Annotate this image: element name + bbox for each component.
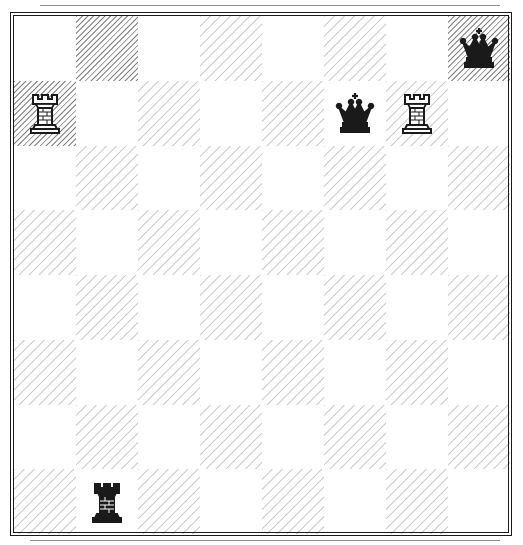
square-f3[interactable] [324,340,386,405]
square-b7[interactable] [76,81,138,146]
square-d5[interactable] [200,210,262,275]
square-a4[interactable] [14,275,76,340]
square-b6[interactable] [76,146,138,211]
square-d7[interactable] [200,81,262,146]
chess-board[interactable] [13,15,509,533]
white-rook-icon[interactable] [21,89,69,137]
square-d4[interactable] [200,275,262,340]
square-f6[interactable] [324,146,386,211]
square-e6[interactable] [262,146,324,211]
square-b2[interactable] [76,405,138,470]
bottom-rule [30,540,500,541]
square-h1[interactable] [448,469,510,534]
square-a3[interactable] [14,340,76,405]
square-g1[interactable] [386,469,448,534]
chess-diagram [10,12,512,536]
black-king-icon[interactable] [455,24,503,72]
square-h7[interactable] [448,81,510,146]
white-rook-icon[interactable] [393,89,441,137]
square-c6[interactable] [138,146,200,211]
square-g4[interactable] [386,275,448,340]
square-b8[interactable] [76,16,138,81]
square-h2[interactable] [448,405,510,470]
square-c4[interactable] [138,275,200,340]
square-b3[interactable] [76,340,138,405]
black-rook-icon[interactable] [83,478,131,526]
square-f2[interactable] [324,405,386,470]
square-f1[interactable] [324,469,386,534]
square-g3[interactable] [386,340,448,405]
square-e7[interactable] [262,81,324,146]
square-e4[interactable] [262,275,324,340]
square-d6[interactable] [200,146,262,211]
square-g5[interactable] [386,210,448,275]
square-a5[interactable] [14,210,76,275]
square-a6[interactable] [14,146,76,211]
black-king-icon[interactable] [331,89,379,137]
square-a2[interactable] [14,405,76,470]
square-e2[interactable] [262,405,324,470]
square-h8[interactable] [448,16,510,81]
square-c3[interactable] [138,340,200,405]
square-g2[interactable] [386,405,448,470]
square-e5[interactable] [262,210,324,275]
square-f5[interactable] [324,210,386,275]
square-a8[interactable] [14,16,76,81]
square-h6[interactable] [448,146,510,211]
square-b5[interactable] [76,210,138,275]
square-f8[interactable] [324,16,386,81]
square-d3[interactable] [200,340,262,405]
square-h3[interactable] [448,340,510,405]
square-g8[interactable] [386,16,448,81]
square-e3[interactable] [262,340,324,405]
top-rule [40,5,500,6]
square-b1[interactable] [76,469,138,534]
square-g7[interactable] [386,81,448,146]
square-b4[interactable] [76,275,138,340]
square-a1[interactable] [14,469,76,534]
square-f7[interactable] [324,81,386,146]
square-h5[interactable] [448,210,510,275]
square-f4[interactable] [324,275,386,340]
square-c2[interactable] [138,405,200,470]
square-e8[interactable] [262,16,324,81]
square-c7[interactable] [138,81,200,146]
square-a7[interactable] [14,81,76,146]
square-d2[interactable] [200,405,262,470]
square-c1[interactable] [138,469,200,534]
square-h4[interactable] [448,275,510,340]
square-d8[interactable] [200,16,262,81]
square-g6[interactable] [386,146,448,211]
square-d1[interactable] [200,469,262,534]
square-c5[interactable] [138,210,200,275]
square-e1[interactable] [262,469,324,534]
square-c8[interactable] [138,16,200,81]
